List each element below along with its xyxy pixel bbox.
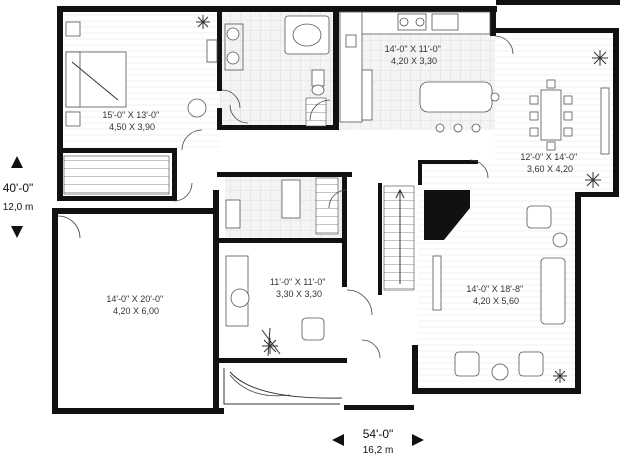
dining-furniture [529, 79, 610, 155]
plants [196, 15, 608, 383]
walls [52, 0, 620, 414]
dining-label: 12'-0" X 14'-0" 3,60 X 4,20 [520, 152, 579, 174]
master-bedroom-metric: 4,50 X 3,90 [109, 122, 155, 132]
garage-metric: 4,20 X 6,00 [113, 306, 159, 316]
master-furniture [63, 21, 218, 195]
office-label: 11'-0" X 11'-0" 3,30 X 3,30 [270, 277, 328, 299]
kitchen-imperial: 14'-0" X 11'-0" [385, 44, 441, 54]
stairs [383, 185, 415, 291]
kitchen-label: 14'-0" X 11'-0" 4,20 X 3,30 [385, 44, 444, 66]
garage-label: 14'-0" X 20'-0" 4,20 X 6,00 [106, 294, 165, 316]
depth-dimension: 40'-0" 12,0 m [3, 156, 34, 238]
living-label: 14'-0" X 18'-8" 4,20 X 5,60 [466, 284, 525, 306]
office-imperial: 11'-0" X 11'-0" [270, 277, 326, 287]
depth-imperial: 40'-0" [3, 181, 34, 195]
living-imperial: 14'-0" X 18'-8" [466, 284, 523, 294]
width-dimension: 54'-0" 16,2 m [332, 427, 424, 456]
depth-metric: 12,0 m [3, 202, 34, 213]
dining-metric: 3,60 X 4,20 [527, 164, 573, 174]
office-metric: 3,30 X 3,30 [276, 289, 322, 299]
arrow-up-icon [11, 156, 23, 168]
living-metric: 4,20 X 5,60 [473, 296, 519, 306]
doors [57, 35, 514, 397]
living-furniture [432, 205, 568, 381]
room-labels: 15'-0" X 13'-0" 4,50 X 3,90 14'-0" X 11'… [102, 44, 579, 316]
arrow-right-icon [412, 434, 424, 446]
kitchen-metric: 4,20 X 3,30 [391, 56, 437, 66]
width-metric: 16,2 m [363, 445, 394, 456]
entry-porch [223, 368, 343, 405]
kitchen-counters [339, 11, 500, 133]
master-bedroom-imperial: 15'-0" X 13'-0" [102, 110, 159, 120]
width-imperial: 54'-0" [363, 427, 394, 441]
office-furniture [225, 255, 325, 357]
arrow-left-icon [332, 434, 344, 446]
master-bedroom-label: 15'-0" X 13'-0" 4,50 X 3,90 [102, 110, 161, 132]
bath-fixtures [224, 15, 330, 127]
utility-fixtures [225, 177, 339, 235]
dining-imperial: 12'-0" X 14'-0" [520, 152, 577, 162]
arrow-down-icon [11, 226, 23, 238]
garage-imperial: 14'-0" X 20'-0" [106, 294, 163, 304]
